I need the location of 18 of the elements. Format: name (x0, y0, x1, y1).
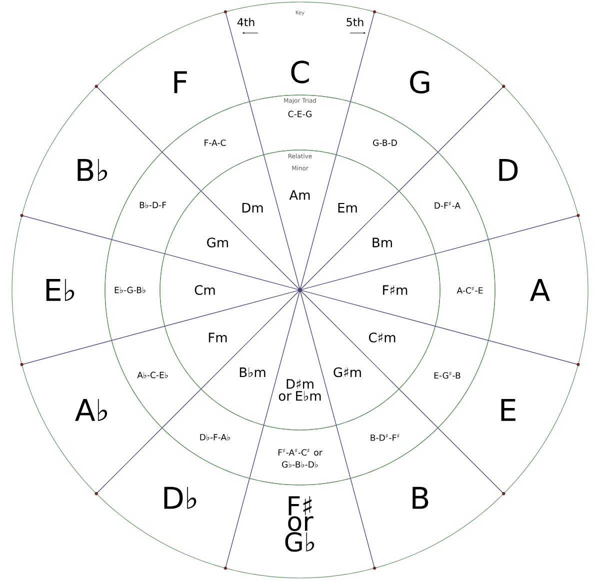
interval-label: 5th (346, 18, 364, 26)
triad-sector: D-F$^{♯}$-A (398, 152, 489, 254)
key-sector: A (488, 215, 588, 365)
minor-sector: Cm (160, 253, 300, 327)
triad-sector: G-B-D (336, 101, 438, 192)
triad-sector: B♭-D-F (111, 152, 202, 254)
triad-sector: E-G$^{♯}$-B (398, 326, 489, 428)
key-sector: E♭ (12, 215, 112, 365)
triad-sector: F-A-C (162, 101, 264, 192)
minor-sector: F♯m (300, 253, 440, 327)
key-sector: F♯ or G♭ (225, 478, 375, 578)
triad-sector: E♭-G-B♭ (104, 239, 166, 341)
triad-sector: A♭-C-E♭ (111, 326, 202, 428)
interval-label: 4th (237, 18, 254, 26)
triad-sector: F$^{♯}$-A$^{♯}$-C$^{♯}$ or G♭-B♭-D♭ (249, 424, 351, 486)
triad-sector: B-D$^{♯}$-F$^{♯}$ (336, 388, 438, 479)
triad-sector: D♭-F-A♭ (162, 388, 264, 479)
triad-sector: A-C$^{♯}$-E (434, 239, 496, 341)
